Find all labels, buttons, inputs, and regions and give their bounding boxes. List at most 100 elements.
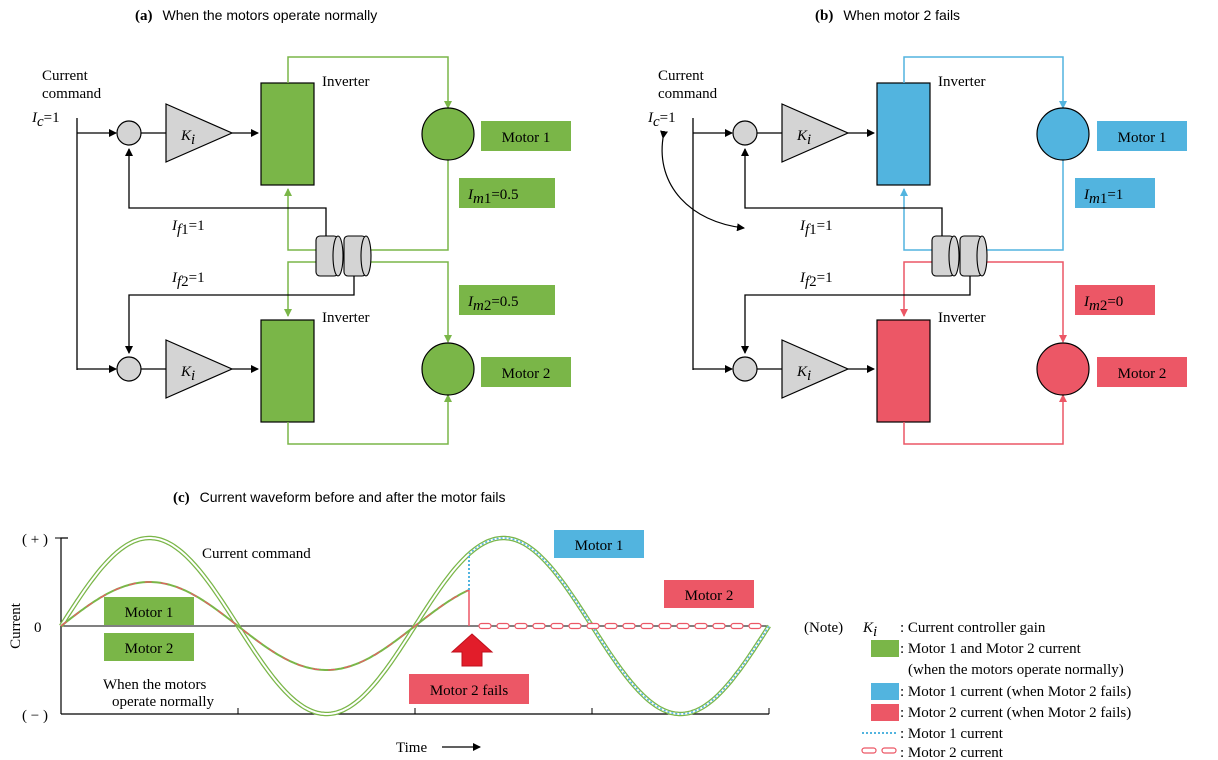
motor-2-after-fail-dash xyxy=(694,622,708,630)
feedback-line-2 xyxy=(741,276,971,354)
im2-tag xyxy=(1075,285,1155,315)
panel-c: (c) Current waveform before and after th… xyxy=(8,489,771,756)
motor-1-tag-label: Motor 1 xyxy=(125,605,174,621)
motor-2-after-fail-dash xyxy=(532,622,546,630)
im1-tag xyxy=(1075,178,1155,208)
motor-2-after-fail-dash xyxy=(604,622,618,630)
x-ticks xyxy=(237,708,770,714)
gain-amplifier-bottom xyxy=(781,339,850,399)
motor-1-after-fail-waveform xyxy=(468,537,770,715)
current-command-label-1: Current xyxy=(658,68,705,84)
legend-dotted-desc: : Motor 1 current xyxy=(900,726,1004,742)
panel-a-letter: (a) xyxy=(135,8,153,24)
inverter-bottom-label: Inverter xyxy=(938,310,985,326)
motor-1-symbol xyxy=(421,107,475,161)
power-return-top xyxy=(284,188,318,251)
fail-tag xyxy=(409,674,529,704)
gain-label-top: Ki xyxy=(180,128,195,148)
waveforms xyxy=(59,535,771,717)
power-line-motor1-in xyxy=(903,56,1067,109)
motor-2-after-fail-dash xyxy=(514,622,528,630)
panel-c-title-text: Current waveform before and after the mo… xyxy=(200,489,506,505)
legend-green-desc: : Motor 1 and Motor 2 current xyxy=(900,641,1082,657)
motor-2-tag-label: Motor 2 xyxy=(1118,366,1167,382)
note-ki-symbol: Ki xyxy=(862,620,877,640)
normal-operation-label-1: When the motors xyxy=(103,677,206,693)
motor-2-after-fail-dash xyxy=(586,622,600,630)
motor-1-symbol xyxy=(1036,107,1090,161)
im1-tag xyxy=(459,178,555,208)
inverter-top xyxy=(876,82,931,186)
power-line-motor2-in xyxy=(976,261,1067,343)
power-return-bottom xyxy=(284,261,318,317)
im1-label: Im1=0.5 xyxy=(467,187,519,207)
inverter-bottom xyxy=(876,319,931,423)
after-fail-motor-1-tag xyxy=(554,530,644,558)
im2-tag xyxy=(459,285,555,315)
panel-b-title: (b) When motor 2 fails xyxy=(815,7,960,24)
legend-dashed-line xyxy=(861,747,897,754)
fail-arrow-icon xyxy=(450,633,494,667)
power-line-motor2-out xyxy=(287,394,452,445)
motor-1-tag xyxy=(481,121,571,151)
motor-2-after-fail-dash xyxy=(622,622,636,630)
gain-amplifier-top xyxy=(165,103,234,163)
motor-2-after-fail-dash xyxy=(478,622,492,630)
panel-a-title: (a) When the motors operate normally xyxy=(135,7,377,24)
motor-2-tag xyxy=(104,633,194,661)
gain-label-bottom: Ki xyxy=(180,364,195,384)
power-line-motor1-in xyxy=(287,56,452,109)
panel-c-title: (c) Current waveform before and after th… xyxy=(173,489,505,506)
inverter-bottom xyxy=(260,319,315,423)
power-return-bottom xyxy=(900,261,934,317)
current-command-label-1: Current xyxy=(42,68,89,84)
panel-b-title-text: When motor 2 fails xyxy=(843,7,960,23)
panel-b-letter: (b) xyxy=(815,8,833,24)
inverter-bottom-label: Inverter xyxy=(322,310,369,326)
motor-2-after-fail-dash xyxy=(640,622,654,630)
relation-arrow xyxy=(660,130,745,232)
legend-blue-swatch xyxy=(871,683,899,700)
feedback-line-1 xyxy=(125,148,327,236)
panel-c-letter: (c) xyxy=(173,490,190,506)
current-sensors xyxy=(315,235,372,277)
after-fail-motor-1-label: Motor 1 xyxy=(575,538,624,554)
power-line-motor2-in xyxy=(360,261,452,343)
motor-1-tag-label: Motor 1 xyxy=(502,130,551,146)
note-legend: (Note) Ki : Current controller gain : Mo… xyxy=(804,620,1131,760)
panel-a: (a) When the motors operate normally Cur… xyxy=(31,7,571,445)
legend-red-swatch xyxy=(871,704,899,721)
motor-2-normal-dash xyxy=(60,581,470,671)
inverter-top xyxy=(260,82,315,186)
gain-amplifier-top xyxy=(781,103,850,163)
legend-blue-desc: : Motor 1 current (when Motor 2 fails) xyxy=(900,684,1131,700)
motor-2-tag xyxy=(481,357,571,387)
current-command-label-2: command xyxy=(42,86,102,102)
legend-dashed-desc: : Motor 2 current xyxy=(900,745,1004,760)
motor-2-after-fail-dash xyxy=(730,622,744,630)
fail-label: Motor 2 fails xyxy=(430,683,508,699)
y-minus-label: ( − ) xyxy=(22,708,48,724)
inverter-top-label: Inverter xyxy=(322,74,369,90)
power-line-motor1-out xyxy=(360,160,449,251)
motor-2-after-fail-dash xyxy=(550,622,564,630)
im1-label: Im1=1 xyxy=(1083,187,1123,207)
motor-2-symbol xyxy=(421,342,475,396)
summing-junction-bottom xyxy=(116,356,142,382)
normal-operation-label-2: operate normally xyxy=(112,694,215,710)
if1-label: If1=1 xyxy=(799,218,833,238)
motor-2-tag xyxy=(1097,357,1187,387)
ic-label: Ic=1 xyxy=(647,110,676,130)
power-return-top xyxy=(900,188,934,251)
motor-2-after-fail-dash xyxy=(658,622,672,630)
feedback-line-2 xyxy=(125,276,355,354)
feedback-line-1 xyxy=(741,148,943,236)
ic-label: Ic=1 xyxy=(31,110,60,130)
if1-label: If1=1 xyxy=(171,218,205,238)
if2-label: If2=1 xyxy=(799,270,833,290)
legend-green-desc-2: (when the motors operate normally) xyxy=(908,662,1124,678)
gain-label-bottom: Ki xyxy=(796,364,811,384)
if2-label: If2=1 xyxy=(171,270,205,290)
motor-2-after-fail-dash xyxy=(568,622,582,630)
